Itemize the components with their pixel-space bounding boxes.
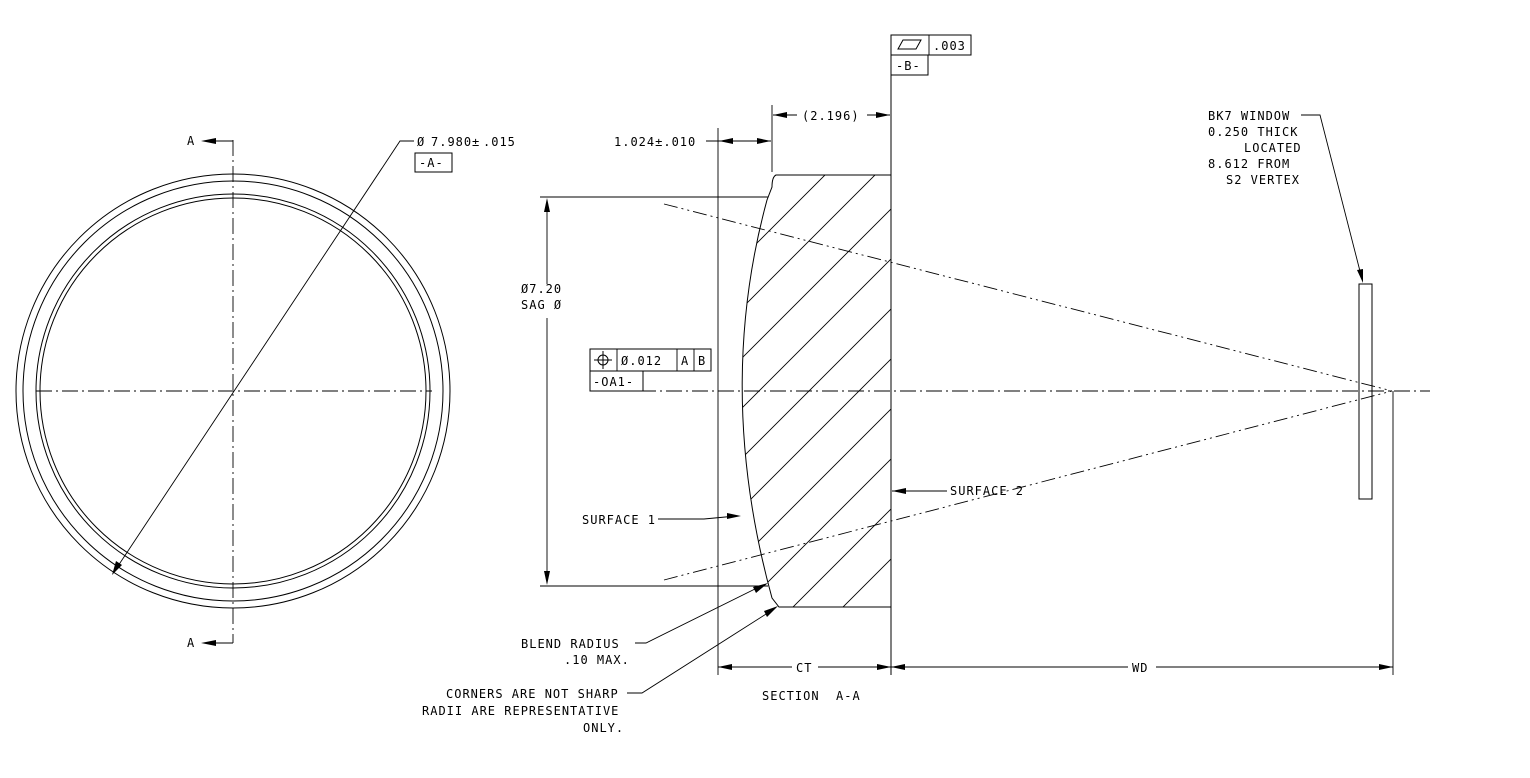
marginal-ray-top: [663, 203, 1393, 392]
ct-arrow-left: [718, 664, 732, 670]
section-hatching: [742, 175, 891, 607]
diameter-value: 7.980: [431, 135, 472, 149]
window-note-line3: LOCATED: [1244, 141, 1302, 155]
surface1-arrow: [727, 513, 741, 519]
window-note-line5: S2 VERTEX: [1226, 173, 1300, 187]
datum-a: -A-: [419, 156, 444, 170]
edge-arrow-left: [719, 138, 733, 144]
marginal-ray-bottom: [663, 390, 1393, 581]
position-ref-a: A: [681, 354, 689, 368]
window-note-line4: 8.612 FROM: [1208, 157, 1290, 171]
section-view: Ø7.20 SAG Ø 1.024±.010 (2.196) .003 -B- …: [422, 34, 1430, 735]
reference-dim: (2.196): [802, 109, 860, 123]
ref-arrow-left: [773, 112, 787, 118]
surface2-label: SURFACE 2: [950, 484, 1024, 498]
sag-arrow-bottom: [544, 571, 550, 585]
ct-label: CT: [796, 661, 812, 675]
surface1-label: SURFACE 1: [582, 513, 656, 527]
wd-arrow-left: [891, 664, 905, 670]
section-label-top: A: [187, 134, 195, 148]
window-note-line2: 0.250 THICK: [1208, 125, 1298, 139]
blend-note-line1: BLEND RADIUS: [521, 637, 620, 651]
ref-arrow-right: [876, 112, 890, 118]
flatness-value: .003: [933, 39, 966, 53]
sag-diameter-line1: Ø7.20: [521, 282, 562, 296]
flatness-icon: [897, 39, 922, 50]
blend-arrow: [753, 583, 768, 593]
diameter-tol-symbol: ±: [472, 135, 480, 149]
surface2-arrow: [892, 488, 906, 494]
bk7-window: [1358, 283, 1373, 500]
sag-diameter-line2: SAG Ø: [521, 298, 562, 312]
diameter-tolerance: .015: [483, 135, 516, 149]
front-view: A A Ø 7.980 ± .015 -A-: [15, 134, 516, 650]
lens-outline: [741, 174, 892, 608]
edge-arrow-right: [757, 138, 771, 144]
section-arrow-top: [201, 138, 216, 144]
ct-arrow-right: [877, 664, 891, 670]
section-arrow-bottom: [201, 640, 216, 646]
window-arrow: [1357, 269, 1363, 283]
wd-arrow-right: [1379, 664, 1393, 670]
position-ref-b: B: [698, 354, 706, 368]
position-value: Ø.012: [621, 354, 662, 368]
corner-arrow: [764, 606, 778, 617]
corner-note-line3: ONLY.: [583, 721, 624, 735]
section-title: SECTION A-A: [762, 689, 861, 703]
section-label-bottom: A: [187, 636, 195, 650]
datum-b: -B-: [896, 59, 921, 73]
position-icon: [594, 351, 612, 369]
datum-oa1: -OA1-: [593, 375, 634, 389]
blend-note-line2: .10 MAX.: [564, 653, 630, 667]
window-note-line1: BK7 WINDOW: [1208, 109, 1290, 123]
edge-thickness: 1.024±.010: [614, 135, 696, 149]
wd-label: WD: [1132, 661, 1148, 675]
corner-note-line1: CORNERS ARE NOT SHARP: [446, 687, 619, 701]
sag-arrow-top: [544, 198, 550, 212]
diameter-arrow: [112, 561, 122, 575]
corner-note-line2: RADII ARE REPRESENTATIVE: [422, 704, 619, 718]
diameter-symbol: Ø: [417, 135, 425, 149]
